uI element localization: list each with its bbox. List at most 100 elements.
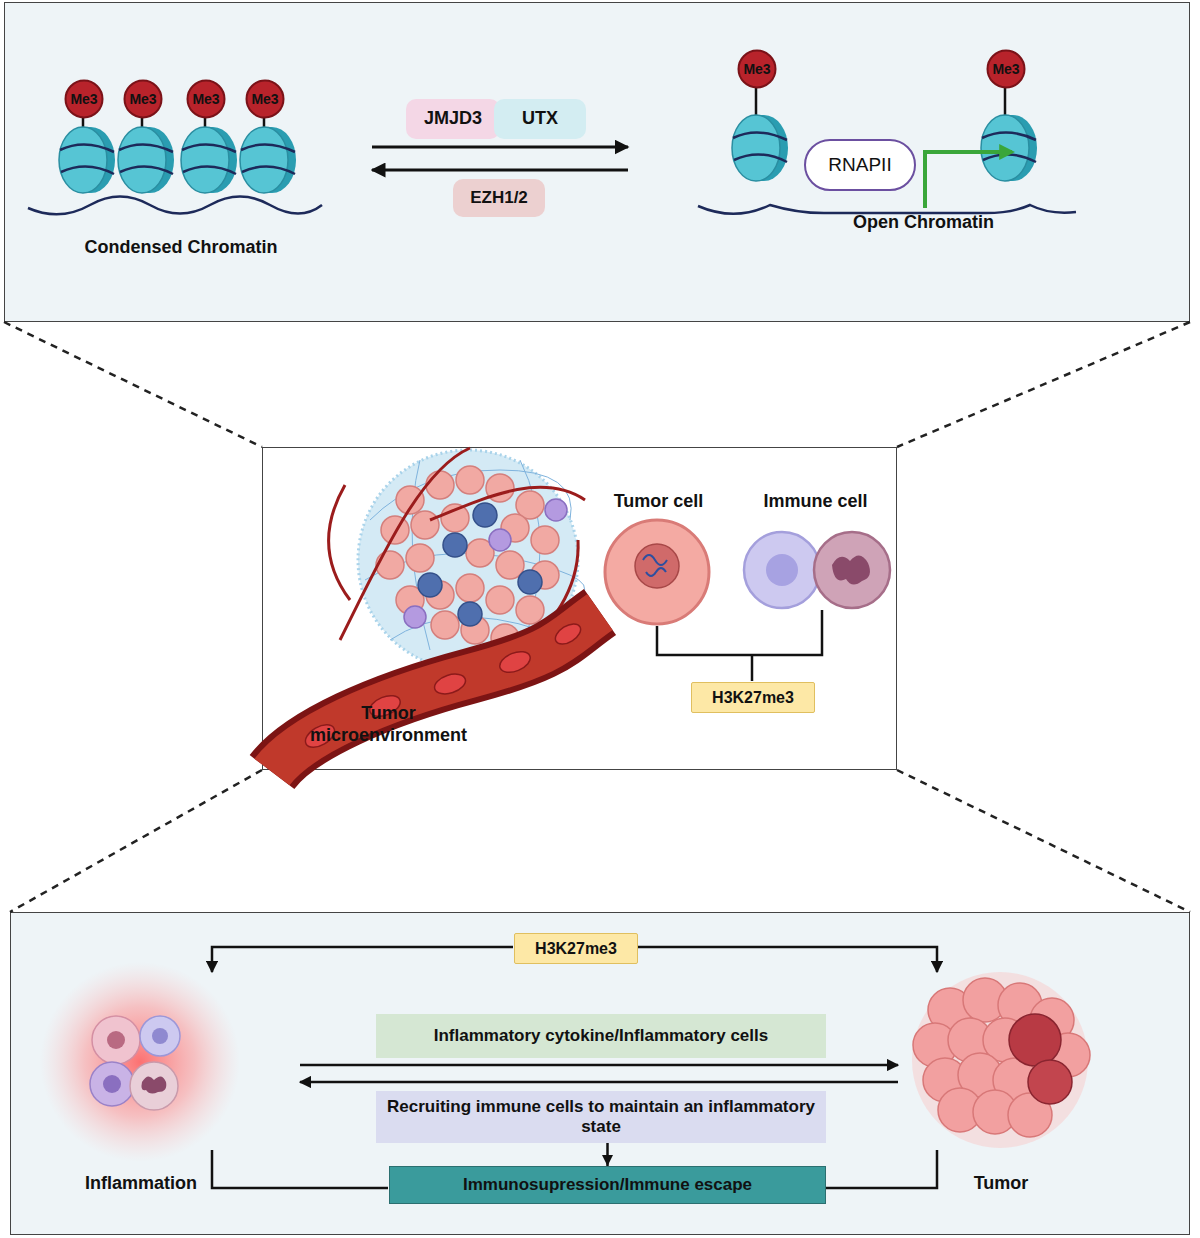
node-label: EZH1/2 <box>462 188 536 208</box>
condensed-chromatin <box>181 127 237 193</box>
circle-outline <box>125 81 162 118</box>
circle-outline <box>247 81 284 118</box>
tumor-microenvironment <box>426 471 454 499</box>
node-label: JMJD3 <box>416 108 490 130</box>
zoom-line <box>4 322 1190 912</box>
inflammation-cells <box>107 1031 125 1049</box>
node-label: Me3 <box>251 91 278 108</box>
tumor-microenvironment <box>458 602 482 626</box>
tumor-microenvironment <box>489 529 511 551</box>
node-label: Me3 <box>192 91 219 108</box>
process-band: Recruiting immune cells to maintain an i… <box>376 1091 826 1143</box>
circle-outline <box>66 81 103 118</box>
tumor-microenvironment <box>418 573 442 597</box>
node-label: H3K27me3 <box>527 939 625 958</box>
outcome-box: Immunosupression/Immune escape <box>389 1166 826 1204</box>
inflammation-cells <box>130 1062 178 1110</box>
tumor-microenvironment <box>376 466 559 652</box>
node-label: Me3 <box>992 61 1019 78</box>
zoom-line <box>4 322 262 447</box>
condensed-chromatin <box>118 127 174 193</box>
tumor-cluster <box>1028 1060 1072 1104</box>
condensed-chromatin <box>59 127 115 193</box>
relation-line <box>300 1081 898 1084</box>
open-chromatin <box>981 115 1037 181</box>
panel-label: Inflammation <box>61 1173 221 1195</box>
inflammation-cells <box>92 1016 140 1064</box>
tumor-cluster <box>913 978 1090 1137</box>
inflammation-cells <box>103 1075 121 1093</box>
node-label: UTX <box>514 108 566 130</box>
relation-line <box>300 1064 898 1067</box>
immune-cell <box>832 555 870 584</box>
circle-outline <box>988 51 1025 88</box>
tumor-cell <box>643 555 667 576</box>
panel-label: Tumor <box>956 1173 1046 1195</box>
tumor-microenvironment <box>456 574 484 602</box>
methyl-mark: Me3 <box>986 49 1026 89</box>
zoom-line <box>897 322 1190 447</box>
tumor-microenvironment <box>432 670 468 697</box>
node-label: Me3 <box>743 61 770 78</box>
node-label: Immunosupression/Immune escape <box>455 1175 760 1195</box>
methyl-mark: Me3 <box>245 79 285 119</box>
tumor-microenvironment <box>545 499 567 521</box>
inflammation-cells <box>140 1016 180 1056</box>
tumor-microenvironment <box>486 586 514 614</box>
enzyme-box: JMJD3 <box>406 99 500 139</box>
reaction-arrow <box>372 146 628 149</box>
tumor-cluster <box>1009 1014 1061 1066</box>
panel-label: Tumor microenvironment <box>301 703 476 746</box>
tumor-microenvironment <box>404 606 426 628</box>
bracket <box>751 655 754 681</box>
node-label: Inflammatory cytokine/Inflammatory cells <box>426 1026 776 1046</box>
inflammation-cells <box>90 1062 134 1106</box>
tumor-microenvironment <box>376 551 404 579</box>
tumor-cell <box>605 520 709 624</box>
panel-label: Tumor cell <box>601 491 716 513</box>
zoom-line <box>897 770 1190 912</box>
tumor-microenvironment <box>518 570 542 594</box>
tumor-microenvironment <box>404 499 567 628</box>
mark-box: H3K27me3 <box>514 933 638 964</box>
process-band: Inflammatory cytokine/Inflammatory cells <box>376 1014 826 1058</box>
immune-cell <box>744 532 820 608</box>
circle-outline <box>188 81 225 118</box>
tumor-microenvironment <box>497 648 533 677</box>
tumor-microenvironment <box>381 516 409 544</box>
panel-label: Open Chromatin <box>826 212 1021 234</box>
inflammation-cells <box>152 1028 168 1044</box>
enzyme-box: EZH1/2 <box>453 179 545 217</box>
methyl-mark: Me3 <box>186 79 226 119</box>
open-chromatin <box>755 87 758 116</box>
tumor-microenvironment <box>431 611 459 639</box>
immune-cell <box>814 532 890 608</box>
condensed-chromatin <box>240 127 296 193</box>
polymerase-box: RNAPII <box>804 139 916 191</box>
node-label: Me3 <box>129 91 156 108</box>
reaction-arrow <box>372 169 628 172</box>
zoom-line <box>10 770 262 912</box>
tumor-microenvironment <box>443 533 467 557</box>
tumor-microenvironment <box>411 511 439 539</box>
tumor-microenvironment <box>473 503 497 527</box>
tumor-microenvironment <box>456 466 484 494</box>
tumor-cell <box>635 544 679 588</box>
node-label: H3K27me3 <box>704 688 802 707</box>
node-label: Recruiting immune cells to maintain an i… <box>376 1097 826 1138</box>
tumor-microenvironment <box>516 596 544 624</box>
methyl-mark: Me3 <box>737 49 777 89</box>
inflammation-cells <box>40 962 240 1162</box>
inflammation-cells <box>40 962 240 1162</box>
open-chromatin <box>732 115 788 181</box>
node-label: RNAPII <box>820 154 899 177</box>
methyl-mark: Me3 <box>123 79 163 119</box>
inflammation-cells <box>142 1076 167 1093</box>
circle-outline <box>739 51 776 88</box>
tumor-cell <box>605 520 709 624</box>
immune-cell <box>766 554 798 586</box>
methyl-mark: Me3 <box>64 79 104 119</box>
enzyme-box: UTX <box>494 99 586 139</box>
mark-box: H3K27me3 <box>691 682 815 713</box>
tumor-microenvironment <box>418 503 542 626</box>
